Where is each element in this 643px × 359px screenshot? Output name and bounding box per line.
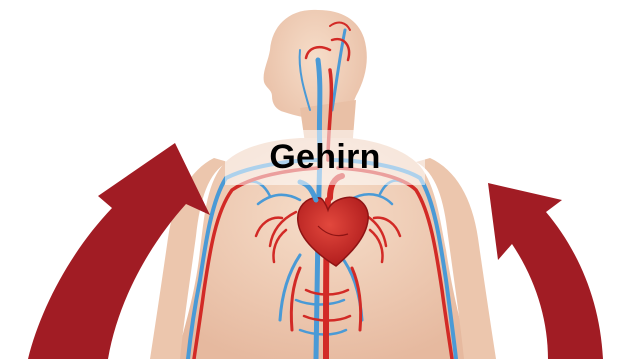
organ-label: Gehirn <box>269 138 380 177</box>
right-flow-arrow <box>488 183 603 359</box>
organ-label-box: Gehirn <box>225 130 425 185</box>
